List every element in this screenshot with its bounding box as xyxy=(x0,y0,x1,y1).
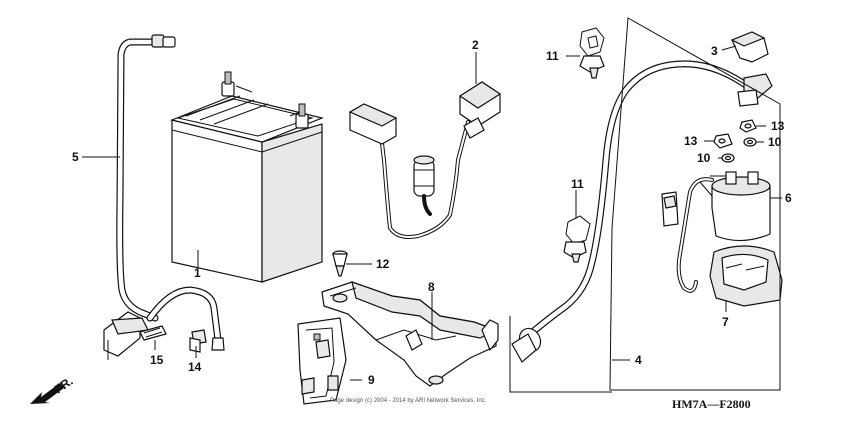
callout-3: 3 xyxy=(711,44,718,58)
washer-drawing-10b xyxy=(721,153,735,163)
switch-rubber-mount-drawing xyxy=(709,245,783,307)
washer-drawing-10a xyxy=(743,137,757,147)
copyright-text: Page design (c) 2004 - 2014 by ARI Netwo… xyxy=(330,398,487,404)
callout-5: 5 xyxy=(72,150,79,164)
callout-13-right: 13 xyxy=(771,119,785,133)
assembly-boundary xyxy=(509,17,781,393)
callout-7: 7 xyxy=(722,315,729,329)
callout-11-lower: 11 xyxy=(571,177,584,191)
bolt-drawing-14 xyxy=(189,329,207,353)
callouts: 1 2 3 4 5 6 7 8 9 10 10 11 11 12 13 13 1… xyxy=(72,38,792,387)
nut-drawing-13b xyxy=(713,133,733,149)
front-direction-arrow: FR. xyxy=(30,374,76,404)
trim-clip-drawing xyxy=(332,250,348,277)
callout-14: 14 xyxy=(188,360,202,374)
leader-lines xyxy=(82,45,782,381)
starter-motor-cable-drawing xyxy=(511,60,773,363)
callout-10-left: 10 xyxy=(697,151,711,165)
callout-12: 12 xyxy=(376,257,390,271)
battery-sub-harness-drawing xyxy=(348,81,502,239)
battery-holder-drawing xyxy=(321,281,499,387)
callout-15: 15 xyxy=(150,353,164,367)
callout-8: 8 xyxy=(428,280,435,294)
cable-clip-drawing-lower xyxy=(563,215,591,263)
diagram-code: HM7A—F2800 xyxy=(672,397,751,411)
callout-4: 4 xyxy=(635,353,642,367)
callout-2: 2 xyxy=(472,38,479,52)
callout-6: 6 xyxy=(785,191,792,205)
ground-cable-drawing xyxy=(103,34,225,360)
callout-10-right: 10 xyxy=(768,135,782,149)
battery-band-drawing xyxy=(297,317,347,405)
callout-11-upper: 11 xyxy=(546,49,559,63)
nut-drawing-13a xyxy=(739,119,757,133)
cable-clip-drawing-upper xyxy=(579,27,605,79)
terminal-cover-drawing xyxy=(730,31,769,63)
bolt-drawing-15 xyxy=(139,325,167,341)
battery-drawing xyxy=(170,71,324,283)
callout-1: 1 xyxy=(194,266,201,280)
callout-9: 9 xyxy=(368,373,375,387)
callout-13-left: 13 xyxy=(684,134,698,148)
starter-magnetic-switch-drawing xyxy=(661,171,771,293)
